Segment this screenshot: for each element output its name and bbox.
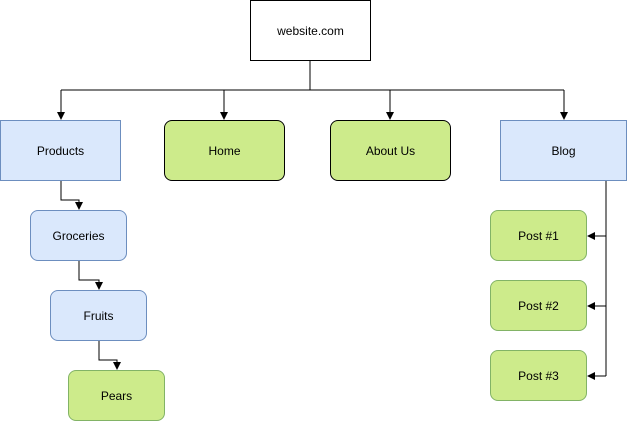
node-label: Post #3 xyxy=(518,368,559,383)
edge-products-groceries xyxy=(60,181,83,210)
node-label: Blog xyxy=(551,143,576,158)
node-label: website.com xyxy=(277,23,344,38)
node-about-us: About Us xyxy=(330,120,451,181)
node-pears: Pears xyxy=(68,370,165,421)
node-fruits: Fruits xyxy=(50,290,147,341)
node-groceries: Groceries xyxy=(30,210,127,261)
node-label: About Us xyxy=(365,143,416,158)
node-post-2: Post #2 xyxy=(490,280,587,331)
node-label: Post #1 xyxy=(518,228,559,243)
node-post-3: Post #3 xyxy=(490,350,587,401)
node-products: Products xyxy=(0,120,121,181)
node-label: Groceries xyxy=(52,228,105,243)
node-blog: Blog xyxy=(500,120,627,181)
node-label: Pears xyxy=(100,388,133,403)
node-label: Products xyxy=(36,143,85,158)
edge-fruits-pears xyxy=(98,341,121,370)
node-label: Fruits xyxy=(83,308,114,323)
node-website-root: website.com xyxy=(250,0,371,61)
node-label: Home xyxy=(208,143,241,158)
edge-groceries-fruits xyxy=(78,261,103,290)
node-label: Post #2 xyxy=(518,298,559,313)
node-post-1: Post #1 xyxy=(490,210,587,261)
node-home: Home xyxy=(164,120,285,181)
